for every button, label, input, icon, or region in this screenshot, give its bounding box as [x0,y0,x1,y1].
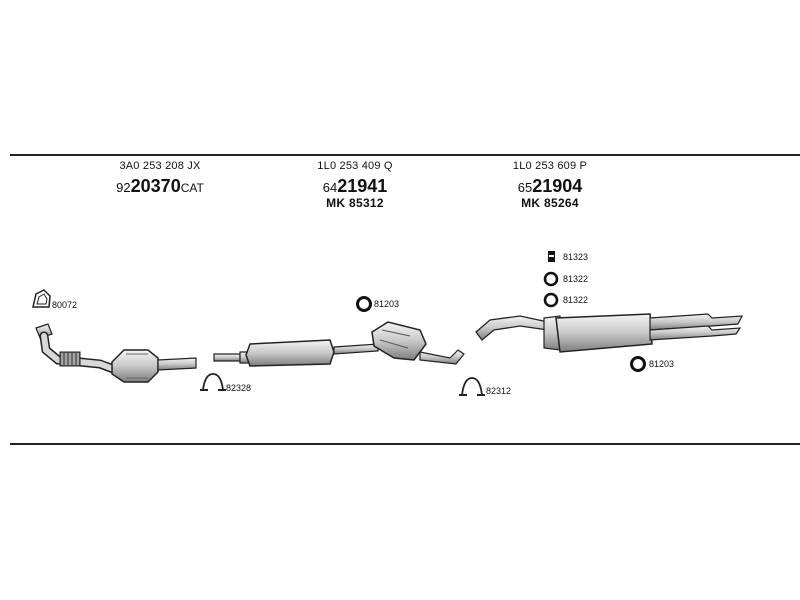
center-pipe-silencer-icon [213,321,465,367]
clamp-front-icon [200,373,226,391]
mk-reference-2: MK 85312 [326,196,384,210]
label-ring-center: 81203 [374,299,400,309]
label-mount-top: 81323 [563,252,589,262]
ring-center-icon [356,296,372,312]
part-number-1-main: 20370 [130,176,181,196]
mk-reference-3: MK 85264 [521,196,579,210]
front-pipe-catalyst-icon [35,323,197,383]
part-number-1: 9220370CAT [116,177,204,196]
ring-rear-2-icon [543,292,559,308]
part-number-3: 6521904 [518,177,583,196]
oe-reference-2: 1L0 253 409 Q [317,160,393,172]
part-number-2-prefix: 64 [322,180,338,195]
bottom-divider [10,443,800,445]
top-divider [10,154,800,156]
clamp-center-icon [459,377,485,396]
oe-reference-3: 1L0 253 609 P [512,160,588,172]
label-clamp-front: 82328 [226,383,252,393]
label-ring-rear-2: 81322 [563,295,589,305]
rear-silencer-icon [475,313,744,353]
label-ring-rear-1: 81322 [563,274,589,284]
ring-rear-1-icon [543,271,559,287]
part-number-2-main: 21941 [337,176,388,196]
label-ring-rear-bottom: 81203 [649,359,675,369]
gasket-front-icon [32,289,51,308]
label-gasket-front: 80072 [52,300,78,310]
part-number-3-prefix: 65 [517,180,533,195]
part-number-1-suffix: CAT [180,181,204,195]
part-number-2: 6421941 [323,177,388,196]
part-number-3-main: 21904 [532,176,583,196]
mount-top-icon [548,251,555,262]
oe-reference-1: 3A0 253 208 JX [119,160,201,172]
ring-rear-bottom-icon [630,356,646,372]
label-clamp-center: 82312 [486,386,512,396]
part-number-1-prefix: 92 [116,180,131,195]
